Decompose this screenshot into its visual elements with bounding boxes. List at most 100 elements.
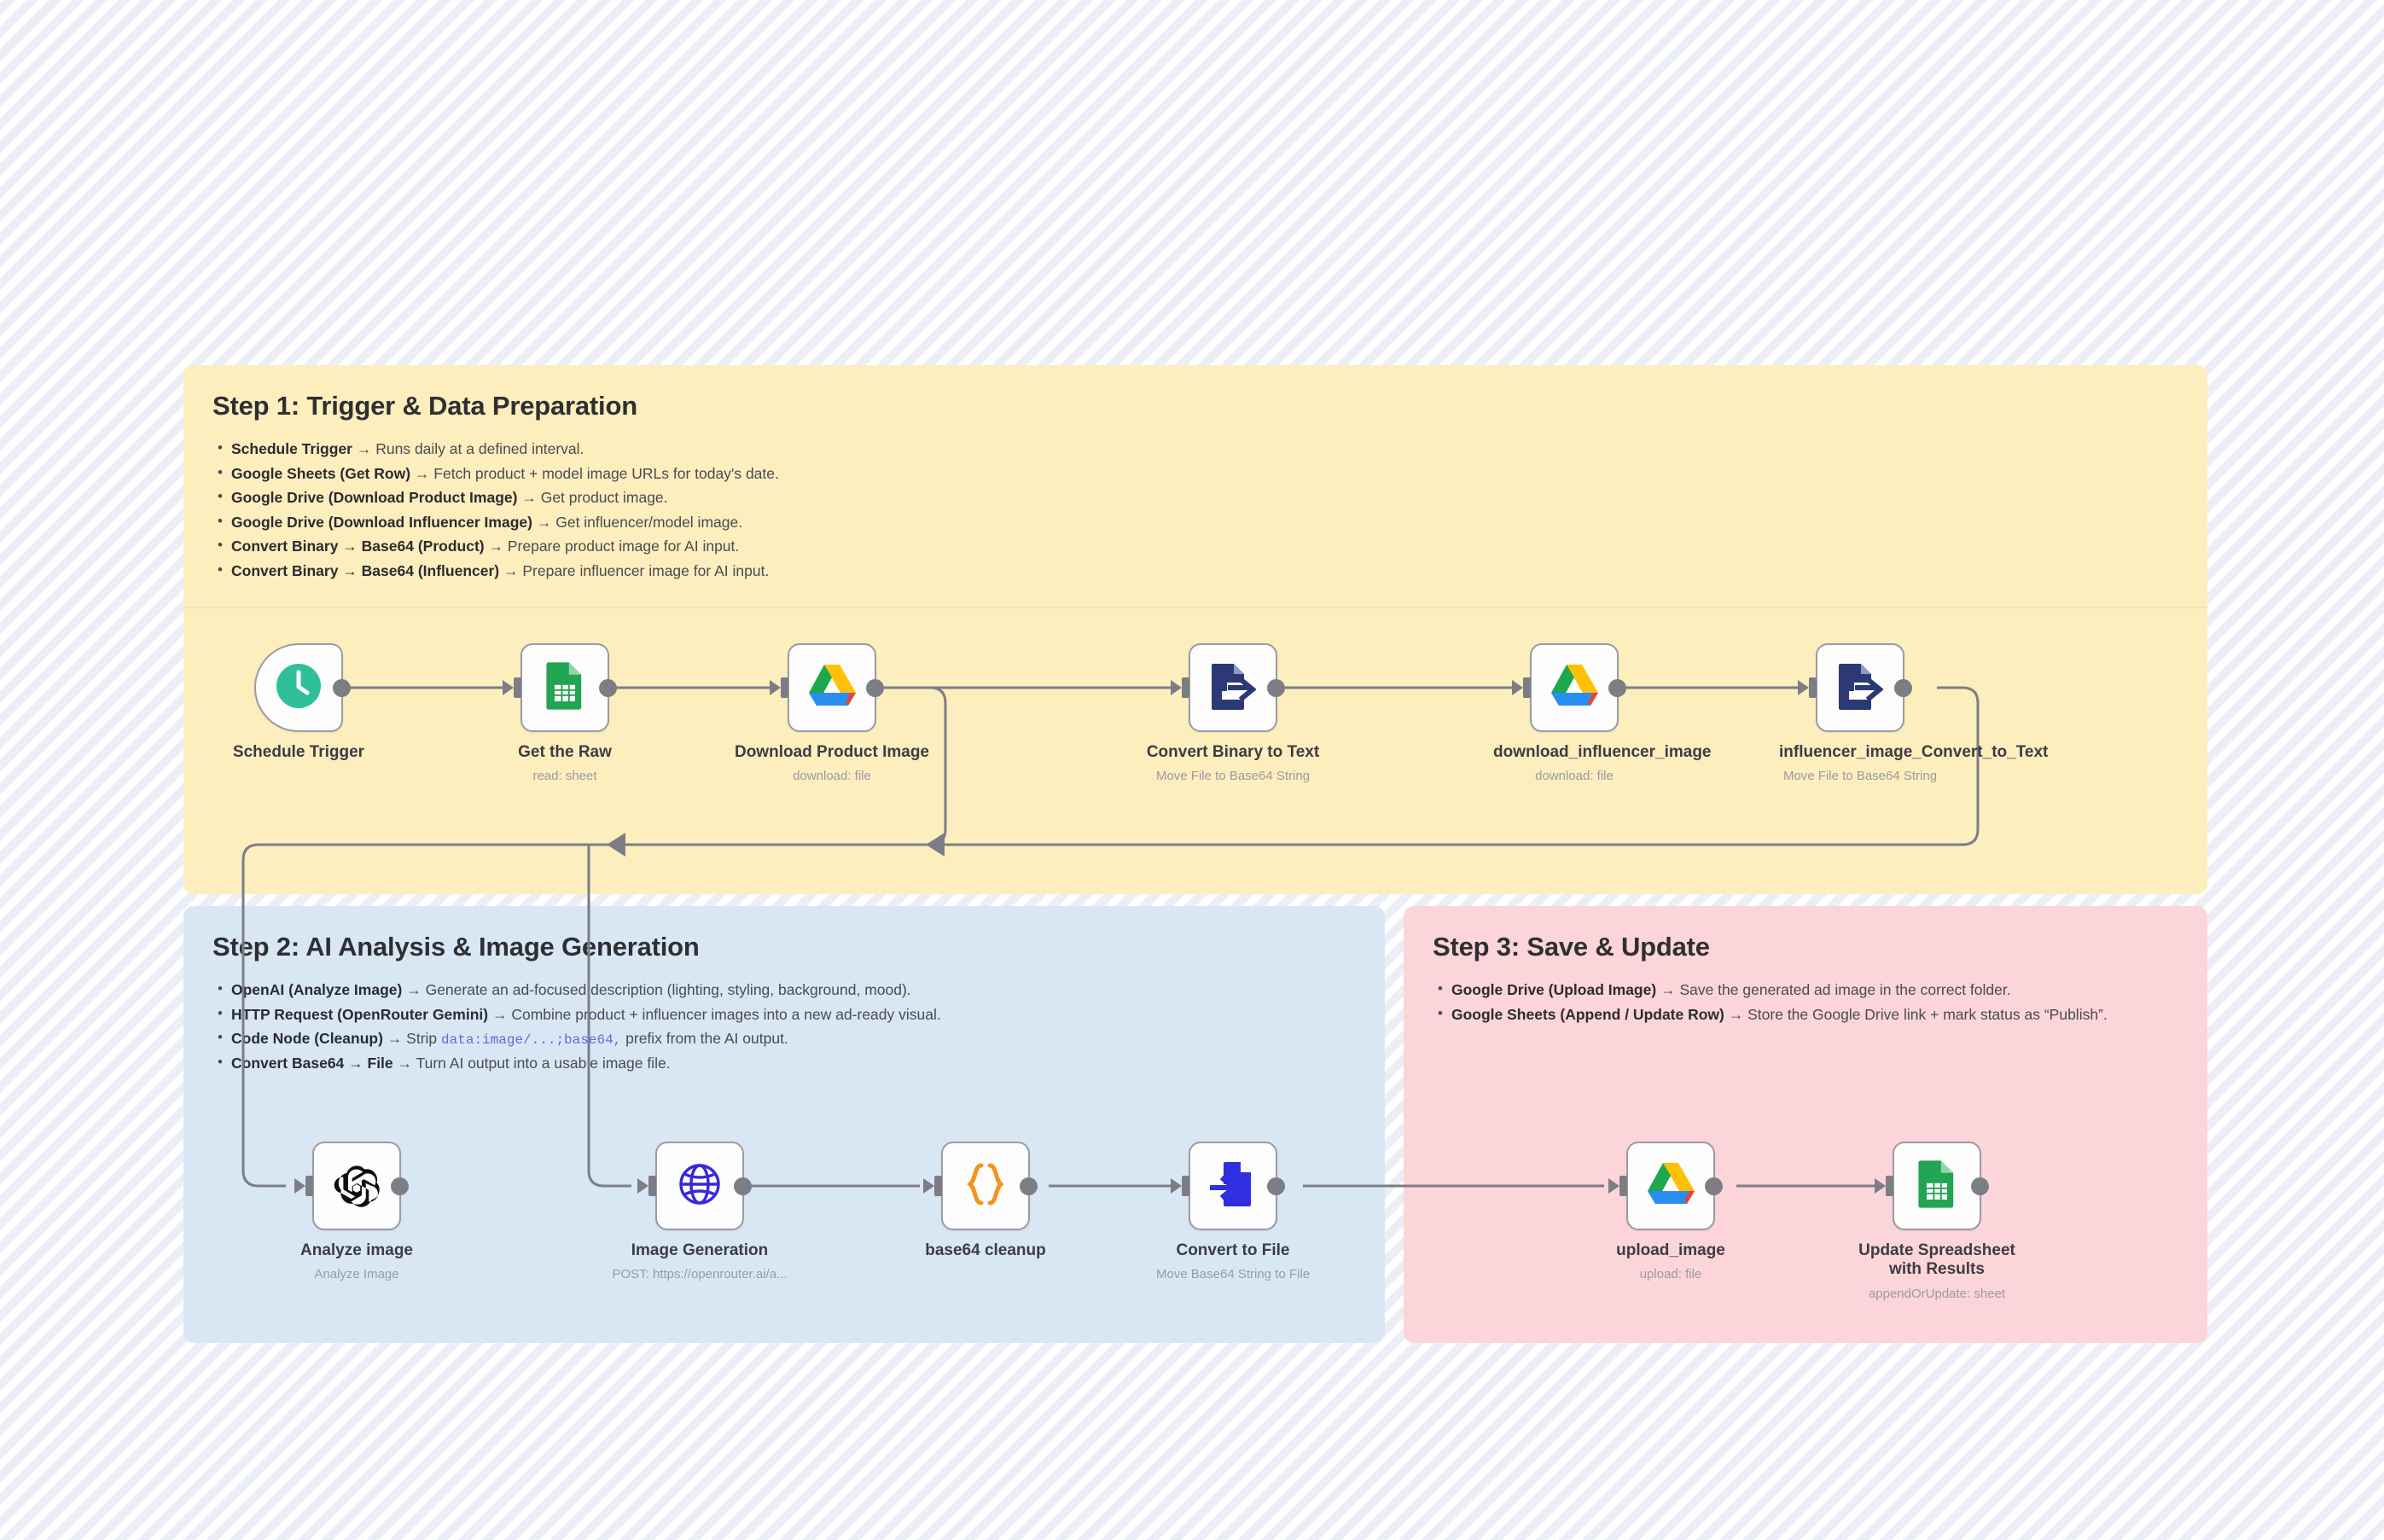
step-3-bullet-list: Google Drive (Upload Image) → Save the g… xyxy=(1433,977,2178,1027)
node-label: upload_image xyxy=(1616,1241,1725,1259)
step-1-bullet-list: Schedule Trigger → Runs daily at a defin… xyxy=(212,436,2178,584)
list-item: Convert Binary → Base64 (Product) → Prep… xyxy=(212,533,2178,559)
step-1-panel: Step 1: Trigger & Data Preparation Sched… xyxy=(183,365,2207,894)
output-port[interactable] xyxy=(1894,678,1912,697)
node-label: Image Generation xyxy=(631,1241,769,1259)
output-port[interactable] xyxy=(1267,1177,1285,1195)
list-item: Google Sheets (Append / Update Row) → St… xyxy=(1433,1002,2178,1027)
file-import-icon xyxy=(1209,1160,1256,1212)
input-port[interactable] xyxy=(1798,677,1817,698)
node-update-spreadsheet-with-results[interactable]: Update Spreadsheet with Results appendOr… xyxy=(1809,1142,2065,1302)
node-subtitle: download: file xyxy=(793,769,871,784)
node-label: Convert to File xyxy=(1176,1241,1290,1259)
step-3-title: Step 3: Save & Update xyxy=(1433,932,1710,962)
node-subtitle: Analyze Image xyxy=(314,1267,399,1282)
output-port[interactable] xyxy=(1705,1177,1723,1195)
node-label: Schedule Trigger xyxy=(232,743,365,761)
openai-icon xyxy=(333,1160,381,1212)
node-subtitle: Move Base64 String to File xyxy=(1155,1267,1311,1282)
step-2-title: Step 2: AI Analysis & Image Generation xyxy=(212,932,700,962)
node-convert-binary-to-text[interactable]: Convert Binary to Text Move File to Base… xyxy=(1105,643,1361,784)
node-box[interactable] xyxy=(1512,643,1626,732)
node-box[interactable] xyxy=(1875,1142,1989,1230)
node-label: Download Product Image xyxy=(734,743,930,761)
node-subtitle: download: file xyxy=(1535,769,1614,784)
code-snippet: data:image/...;base64, xyxy=(441,1032,622,1049)
output-port[interactable] xyxy=(1267,678,1285,697)
output-port[interactable] xyxy=(391,1177,409,1195)
file-export-icon xyxy=(1837,662,1884,714)
node-box[interactable] xyxy=(1171,1142,1285,1230)
node-label: Analyze image xyxy=(300,1241,413,1259)
node-analyze-image[interactable]: Analyze image Analyze Image xyxy=(229,1142,485,1282)
list-item: Google Drive (Upload Image) → Save the g… xyxy=(1433,977,2178,1002)
list-item: Google Sheets (Get Row) → Fetch product … xyxy=(212,461,2178,486)
node-convert-to-file[interactable]: Convert to File Move Base64 String to Fi… xyxy=(1105,1142,1361,1282)
google-sheets-icon xyxy=(544,660,586,716)
google-drive-icon xyxy=(807,663,857,713)
input-port[interactable] xyxy=(923,1176,942,1196)
google-drive-icon xyxy=(1646,1161,1695,1212)
output-port[interactable] xyxy=(734,1177,752,1195)
list-item: Google Drive (Download Influencer Image)… xyxy=(212,509,2178,535)
input-port[interactable] xyxy=(503,677,521,698)
node-influencer-image-convert-to-text[interactable]: influencer_image_Convert_to_Text Move Fi… xyxy=(1732,643,2048,784)
node-box[interactable] xyxy=(294,1142,409,1230)
google-sheets-icon xyxy=(1916,1159,1958,1214)
input-port[interactable] xyxy=(637,1176,656,1196)
step-1-title: Step 1: Trigger & Data Preparation xyxy=(212,391,637,421)
step-2-bullet-list: OpenAI (Analyze Image) → Generate an ad-… xyxy=(212,977,1356,1076)
list-item: Code Node (Cleanup) → Strip data:image/.… xyxy=(212,1026,1356,1051)
node-base64-cleanup[interactable]: base64 cleanup xyxy=(858,1142,1114,1267)
input-port[interactable] xyxy=(1171,1176,1189,1196)
output-port[interactable] xyxy=(866,678,884,697)
list-item: Google Drive (Download Product Image) → … xyxy=(212,485,2178,510)
clock-icon xyxy=(275,662,323,714)
google-drive-icon xyxy=(1550,663,1599,713)
step-3-panel: Step 3: Save & Update Google Drive (Uplo… xyxy=(1404,906,2207,1343)
node-subtitle: Move File to Base64 String xyxy=(1782,769,1938,784)
input-port[interactable] xyxy=(1171,677,1189,698)
input-port[interactable] xyxy=(1608,1176,1627,1196)
globe-icon xyxy=(676,1160,724,1212)
node-subtitle: POST: https://openrouter.ai/a... xyxy=(612,1267,788,1282)
node-box[interactable] xyxy=(1798,643,1912,732)
node-box[interactable] xyxy=(1171,643,1285,732)
output-port[interactable] xyxy=(1608,678,1626,697)
node-subtitle: Move File to Base64 String xyxy=(1155,769,1311,784)
node-subtitle: appendOrUpdate: sheet xyxy=(1868,1286,2006,1301)
input-port[interactable] xyxy=(1875,1176,1893,1196)
list-item: Convert Binary → Base64 (Influencer) → P… xyxy=(212,558,2178,584)
list-item: Schedule Trigger → Runs daily at a defin… xyxy=(212,436,2178,462)
step-1-divider xyxy=(183,607,2207,608)
output-port[interactable] xyxy=(1020,1177,1038,1195)
node-schedule-trigger[interactable]: Schedule Trigger xyxy=(171,643,427,769)
node-download-product-image[interactable]: Download Product Image download: file xyxy=(704,643,960,784)
output-port[interactable] xyxy=(333,678,351,697)
list-item: OpenAI (Analyze Image) → Generate an ad-… xyxy=(212,977,1356,1002)
node-box[interactable] xyxy=(1608,1142,1723,1230)
node-get-the-raw[interactable]: Get the Raw read: sheet xyxy=(437,643,693,784)
node-box[interactable] xyxy=(923,1142,1038,1230)
file-export-icon xyxy=(1210,662,1257,714)
node-subtitle: upload: file xyxy=(1639,1267,1702,1282)
node-label: Update Spreadsheet with Results xyxy=(1858,1241,2015,1279)
list-item: HTTP Request (OpenRouter Gemini) → Combi… xyxy=(212,1002,1356,1027)
node-box[interactable] xyxy=(637,1142,752,1230)
output-port[interactable] xyxy=(599,678,617,697)
node-image-generation[interactable]: Image Generation POST: https://openroute… xyxy=(572,1142,828,1282)
input-port[interactable] xyxy=(770,677,788,698)
node-box[interactable] xyxy=(254,643,351,732)
input-port[interactable] xyxy=(294,1176,313,1196)
list-item: Convert Base64 → File → Turn AI output i… xyxy=(212,1050,1356,1076)
node-label: download_influencer_image xyxy=(1493,743,1712,761)
input-port[interactable] xyxy=(1512,677,1531,698)
output-port[interactable] xyxy=(1971,1177,1989,1195)
code-braces-icon xyxy=(964,1160,1007,1212)
node-upload-image[interactable]: upload_image upload: file xyxy=(1543,1142,1799,1282)
node-box[interactable] xyxy=(770,643,884,732)
node-label: Convert Binary to Text xyxy=(1146,743,1320,761)
node-download-influencer-image[interactable]: download_influencer_image download: file xyxy=(1446,643,1712,784)
node-box[interactable] xyxy=(503,643,617,732)
